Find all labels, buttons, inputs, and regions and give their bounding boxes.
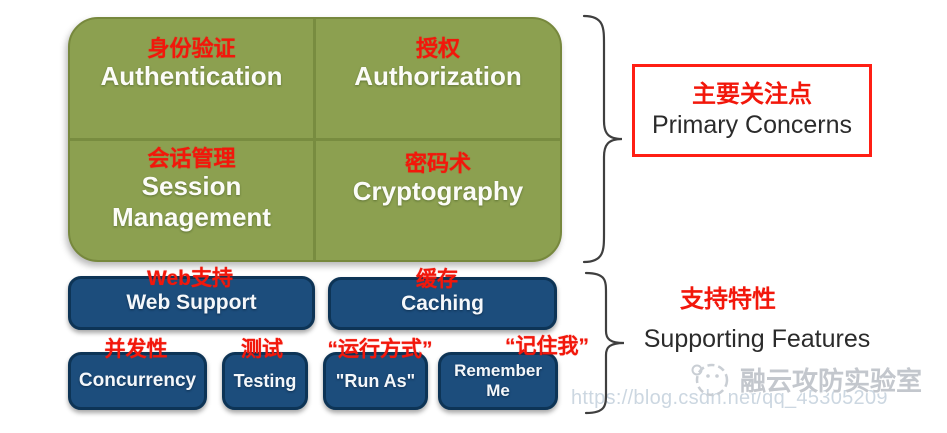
watermark-logo-icon [691,363,729,397]
watermark-logo: 融云攻防实验室 [688,358,922,400]
supporting-features-zh: 支持特性 [680,286,776,313]
cell-authentication: 身份验证 Authentication [70,19,313,155]
remember-me-label: Remember Me [454,361,542,400]
primary-concerns-zh: 主要关注点 [692,80,812,108]
primary-concerns-annotation: 主要关注点 Primary Concerns [632,64,872,157]
run-as-label: "Run As" [335,370,416,391]
watermark-url: https://blog.csdn.net/qq_45305209 [571,387,888,409]
remember-me-box: Remember Me [438,352,558,410]
authentication-en-label: Authentication [100,61,283,92]
cell-authorization: 授权 Authorization [316,19,560,155]
cryptography-en-label: Cryptography [352,176,524,207]
horizontal-divider [70,138,560,141]
concurrency-label: Concurrency [78,370,197,391]
supporting-features-en: Supporting Features [643,325,871,353]
primary-concerns-box: 身份验证 Authentication 授权 Authorization 会话管… [68,17,562,262]
supporting-features-brace [584,271,625,415]
web-support-zh-label: Web支持 [147,267,233,290]
web-support-box: Web Support [68,276,315,330]
primary-concerns-brace [582,14,623,264]
caching-box: Caching [328,277,557,330]
cell-cryptography: 密码术 Cryptography [316,141,560,260]
session-management-zh-label: 会话管理 [147,146,236,171]
watermark-logo-text: 融云攻防实验室 [740,365,923,396]
caching-label: Caching [401,291,484,315]
authorization-zh-label: 授权 [415,36,460,61]
run-as-box: "Run As" [323,352,428,410]
testing-box: Testing [222,352,308,410]
web-support-label: Web Support [126,291,257,314]
testing-zh-label: 测试 [241,338,283,361]
concurrency-box: Concurrency [68,352,207,410]
run-as-zh-label: “运行方式” [327,338,433,361]
remember-me-zh-label: “记住我” [505,335,589,358]
cryptography-zh-label: 密码术 [404,151,471,176]
cell-session-management: 会话管理 Session Management [70,141,313,260]
authentication-zh-label: 身份验证 [147,36,236,61]
caching-zh-label: 缓存 [416,268,458,291]
primary-concerns-en: Primary Concerns [651,111,853,140]
authorization-en-label: Authorization [354,61,522,92]
concurrency-zh-label: 并发性 [104,338,168,361]
testing-label: Testing [233,370,297,391]
session-management-en-label: Session Management [112,171,271,233]
